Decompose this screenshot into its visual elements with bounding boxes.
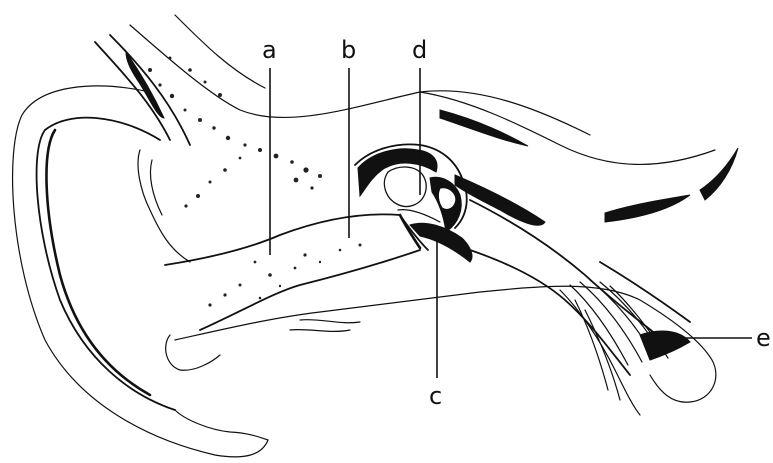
label-e: e — [756, 324, 771, 352]
middle-ear — [355, 144, 670, 375]
label-a: a — [262, 36, 277, 64]
label-d: d — [412, 36, 427, 64]
label-b: b — [341, 36, 356, 64]
auricle — [13, 86, 268, 457]
ear-canal — [165, 214, 640, 340]
label-c: c — [429, 382, 442, 410]
